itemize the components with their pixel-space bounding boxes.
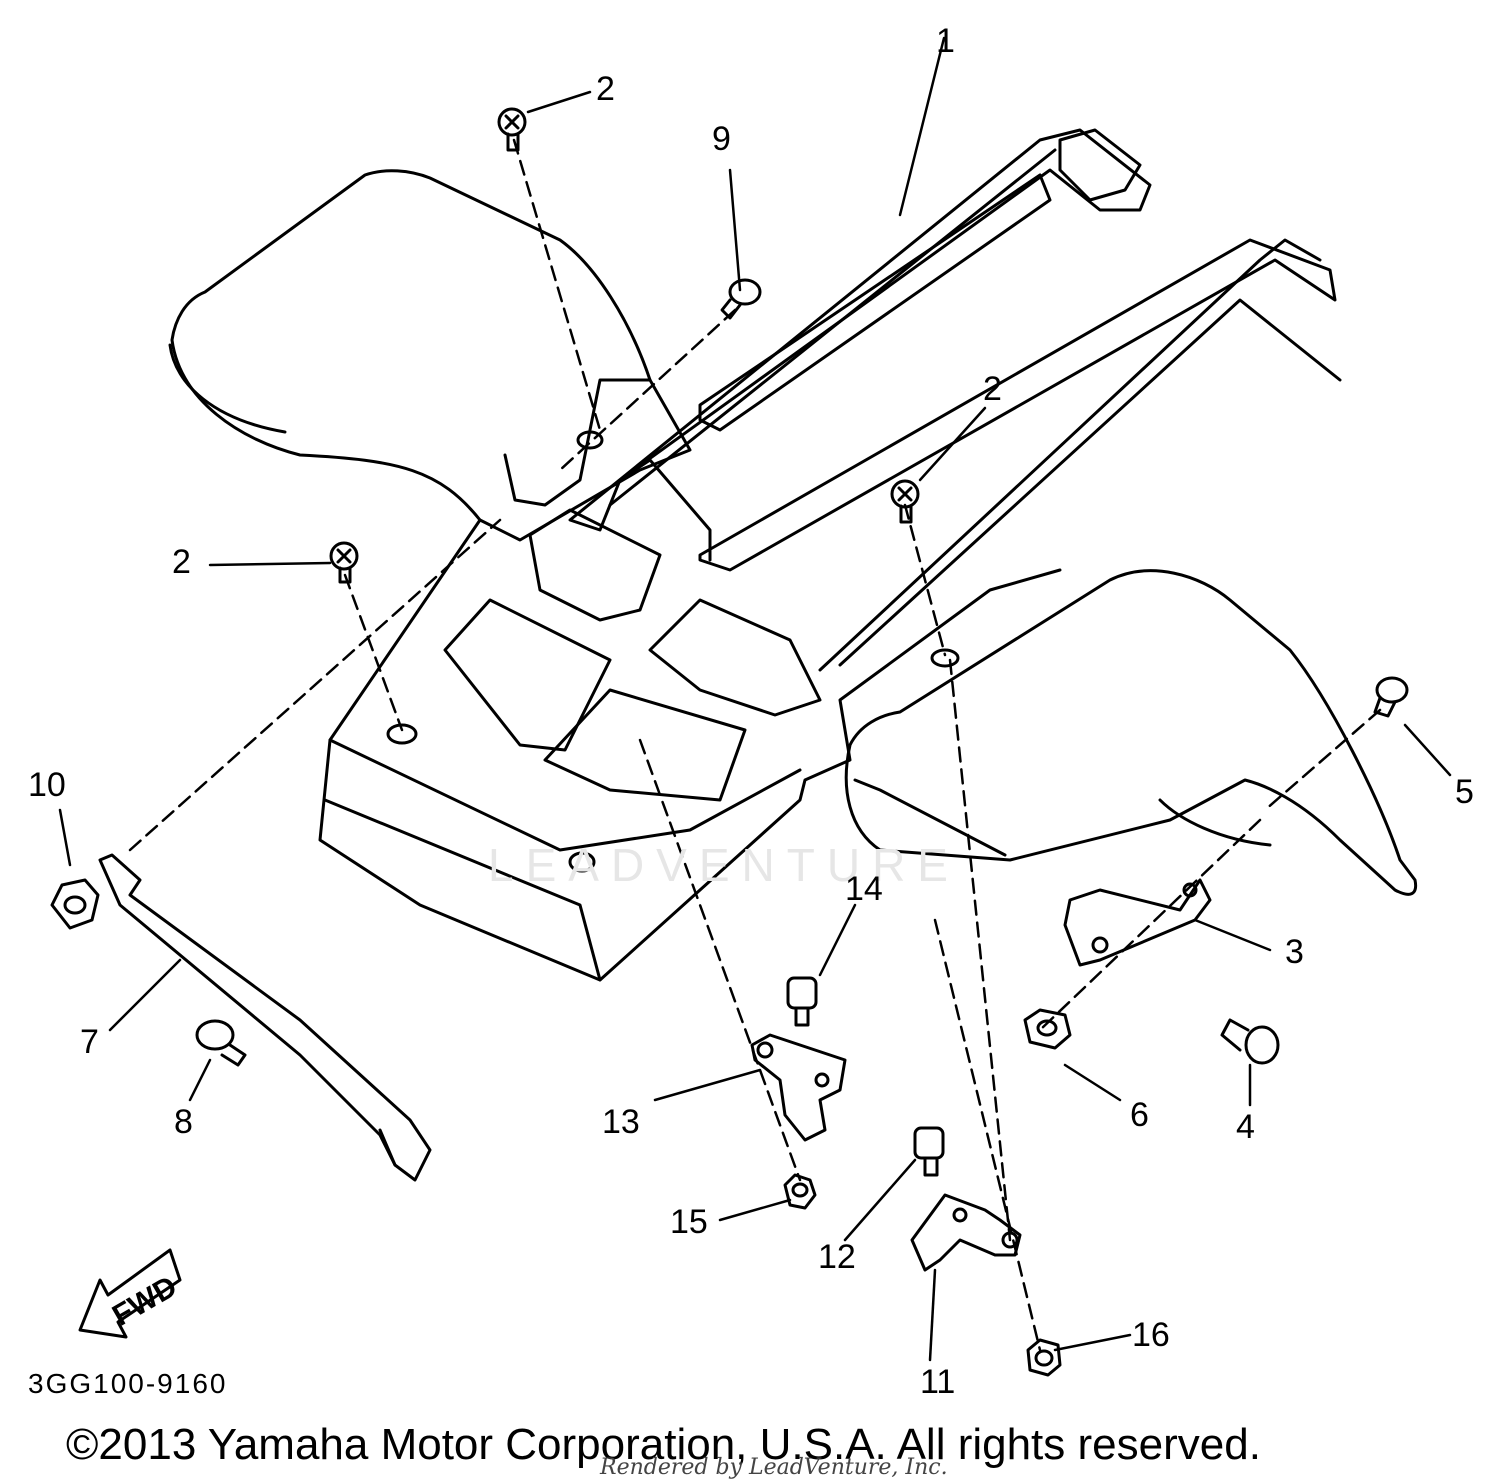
screw-2-top bbox=[497, 107, 527, 152]
nut-16 bbox=[1026, 1338, 1062, 1377]
callout-8: 8 bbox=[174, 1103, 193, 1141]
screw-2-right bbox=[890, 479, 920, 524]
diagram-code: 3GG100-9160 bbox=[28, 1368, 228, 1399]
bolt-12 bbox=[913, 1126, 945, 1177]
callout-2: 2 bbox=[983, 370, 1002, 408]
assembly-lines bbox=[128, 138, 1382, 1352]
bracket-13 bbox=[750, 1033, 847, 1142]
callout-9: 9 bbox=[712, 120, 731, 158]
callout-4: 4 bbox=[1236, 1108, 1255, 1146]
callout-5: 5 bbox=[1455, 773, 1474, 811]
screw-2-left bbox=[329, 541, 359, 584]
callout-3: 3 bbox=[1285, 933, 1304, 971]
watermark: LEADVENTURE bbox=[488, 839, 960, 891]
callout-2: 2 bbox=[172, 543, 191, 581]
bolt-5 bbox=[1373, 676, 1409, 718]
bolt-4 bbox=[1220, 1018, 1280, 1065]
rear-fender bbox=[168, 169, 1418, 982]
nut-15 bbox=[783, 1173, 817, 1210]
callout-7: 7 bbox=[80, 1023, 99, 1061]
callout-15: 15 bbox=[670, 1203, 708, 1241]
bolt-14 bbox=[786, 976, 818, 1027]
callout-16: 16 bbox=[1132, 1316, 1170, 1354]
bolt-8 bbox=[195, 1019, 247, 1067]
callout-14: 14 bbox=[845, 870, 883, 908]
callout-13: 13 bbox=[602, 1103, 640, 1141]
nut-10 bbox=[50, 878, 100, 930]
copyright-text: ©2013 Yamaha Motor Corporation, U.S.A. A… bbox=[66, 1420, 1261, 1469]
callout-11: 11 bbox=[920, 1363, 956, 1401]
nut-6 bbox=[1023, 1008, 1072, 1050]
bracket-11 bbox=[910, 1193, 1022, 1272]
callout-1: 1 bbox=[936, 22, 955, 60]
bracket-3 bbox=[1063, 878, 1212, 967]
fwd-arrow: FWD bbox=[78, 1248, 183, 1339]
callout-12: 12 bbox=[818, 1238, 856, 1276]
carrier-rail bbox=[568, 128, 1342, 672]
callout-10: 10 bbox=[28, 766, 66, 804]
callout-2: 2 bbox=[596, 70, 615, 108]
callout-6: 6 bbox=[1130, 1096, 1149, 1134]
bolt-9 bbox=[720, 278, 762, 320]
leader-lines bbox=[58, 36, 1452, 1362]
stay-7 bbox=[98, 853, 432, 1182]
rendered-by-text: Rendered by LeadVenture, Inc. bbox=[600, 1455, 948, 1480]
fwd-label: FWD bbox=[107, 1270, 183, 1333]
